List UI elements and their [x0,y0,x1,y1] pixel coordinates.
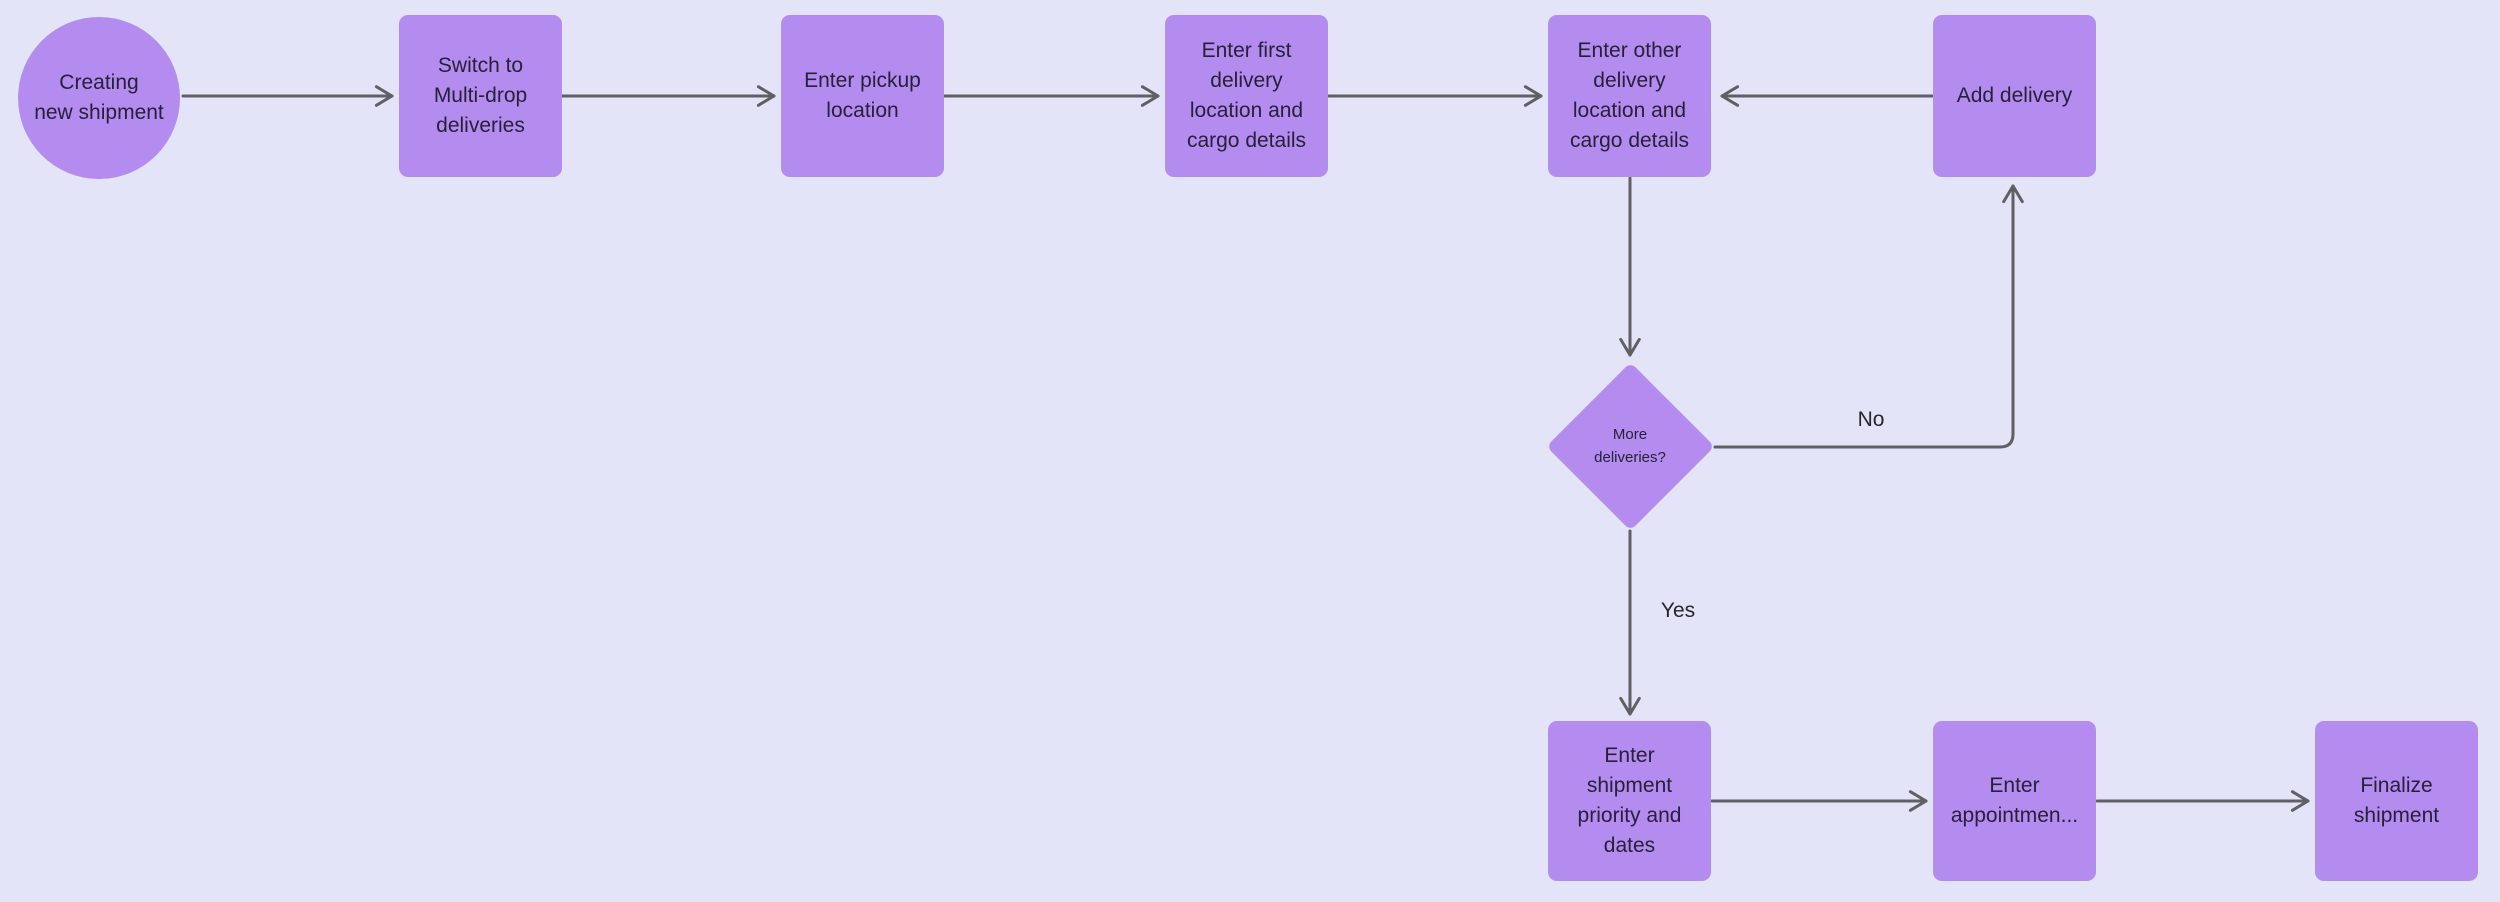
node-label: Finalize shipment [2353,774,2440,827]
node-label: Enter other delivery location and cargo … [1569,39,1690,152]
node-more-deliveries-decision[interactable]: More deliveries? [1545,361,1715,531]
node-label: Enter shipment priority and dates [1577,744,1682,857]
connector-decision-no-to-add-delivery[interactable] [1713,184,2024,449]
edge-label-yes: Yes [1660,599,1696,622]
node-label: Enter pickup location [804,69,921,122]
node-enter-first-delivery[interactable]: Enter first delivery location and cargo … [1165,15,1328,177]
node-label: Enter appointmen... [1950,774,2079,827]
node-add-delivery[interactable]: Add delivery [1933,15,2096,177]
node-creating-new-shipment[interactable]: Creating new shipment [18,17,180,179]
node-label: Switch to Multi-drop deliveries [433,54,528,137]
node-switch-to-multi-drop[interactable]: Switch to Multi-drop deliveries [399,15,562,177]
node-enter-shipment-priority[interactable]: Enter shipment priority and dates [1548,721,1711,881]
node-label: More deliveries? [1594,426,1666,466]
edge-label-no: No [1857,408,1885,431]
node-label: Enter first delivery location and cargo … [1186,39,1307,152]
node-enter-pickup-location[interactable]: Enter pickup location [781,15,944,177]
node-enter-appointment[interactable]: Enter appointmen... [1933,721,2096,881]
node-label: Add delivery [1956,84,2073,107]
node-label: Creating new shipment [34,71,164,124]
node-enter-other-delivery[interactable]: Enter other delivery location and cargo … [1548,15,1711,177]
node-finalize-shipment[interactable]: Finalize shipment [2315,721,2478,881]
